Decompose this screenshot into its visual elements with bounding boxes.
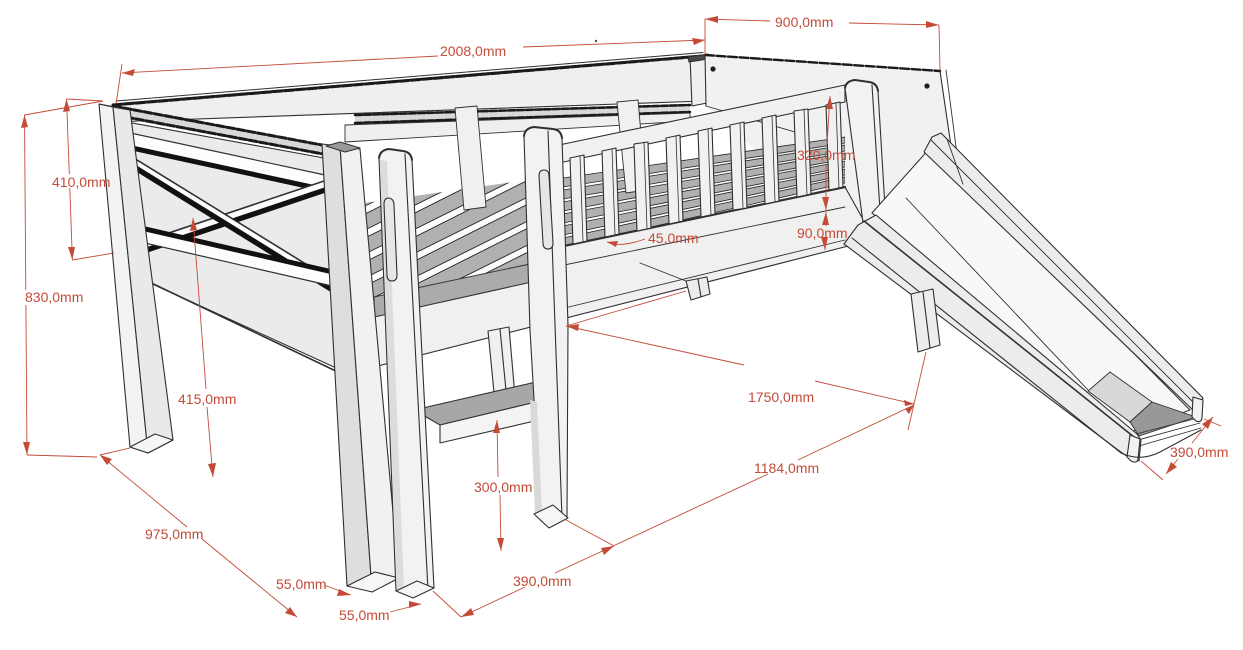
svg-text:300,0mm: 300,0mm <box>474 479 532 495</box>
svg-text:55,0mm: 55,0mm <box>276 576 327 592</box>
svg-text:415,0mm: 415,0mm <box>178 391 236 407</box>
svg-text:900,0mm: 900,0mm <box>775 14 833 30</box>
svg-text:975,0mm: 975,0mm <box>145 526 203 542</box>
svg-text:45,0mm: 45,0mm <box>648 230 699 246</box>
svg-text:390,0mm: 390,0mm <box>513 573 571 589</box>
svg-text:390,0mm: 390,0mm <box>1170 444 1228 460</box>
svg-text:410,0mm: 410,0mm <box>52 174 110 190</box>
svg-text:55,0mm: 55,0mm <box>339 607 390 623</box>
svg-text:1750,0mm: 1750,0mm <box>748 389 814 405</box>
svg-text:1184,0mm: 1184,0mm <box>754 460 819 476</box>
svg-text:2008,0mm: 2008,0mm <box>440 43 506 59</box>
svg-text:830,0mm: 830,0mm <box>25 289 83 305</box>
svg-text:320,0mm: 320,0mm <box>797 147 855 163</box>
svg-text:90,0mm: 90,0mm <box>797 225 848 241</box>
